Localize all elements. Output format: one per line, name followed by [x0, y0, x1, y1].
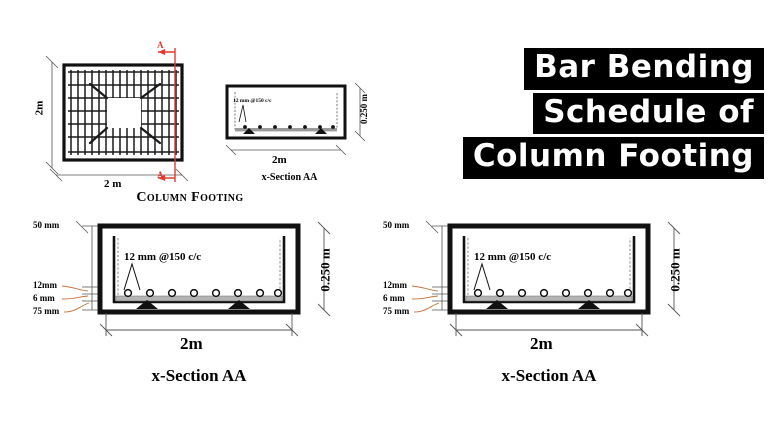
column-block — [107, 98, 141, 128]
section-left-svg — [61, 220, 331, 337]
width-dimension-line-right — [449, 313, 649, 337]
plan-height-dimension-line — [45, 55, 59, 175]
depth-dimension-line — [317, 221, 331, 317]
mini-rebar-note-label: 12 mm @150 c/c — [233, 98, 272, 104]
plan-vertical-bars — [70, 70, 177, 155]
plan-height-dimension-label: 2m — [33, 100, 46, 116]
main-bar-sections — [123, 288, 283, 298]
width-dimension-label-right: 2m — [530, 334, 553, 353]
rebar-cage-outline — [112, 236, 286, 304]
rebar-note-label-left: 12 mm @150 c/c — [124, 251, 202, 263]
cover-leader-curves — [61, 285, 90, 313]
title-line-2: Schedule of — [533, 92, 764, 135]
depth-dimension-line-right — [667, 221, 681, 317]
binder-diameter-label-right: 6 mm — [383, 293, 405, 303]
main-bar-sections-right — [473, 288, 633, 298]
width-dimension-line — [99, 313, 299, 337]
mini-depth-dimension-line — [354, 82, 366, 142]
section-mark-bottom-label: A — [157, 170, 164, 180]
blinding-layer — [106, 304, 292, 308]
bar-supports — [136, 300, 250, 309]
rebar-note-leader — [123, 262, 141, 291]
bottom-bar-mat — [115, 295, 283, 302]
rebar-cage-outline-right — [462, 236, 636, 304]
bar-diameter-label-right: 12mm — [383, 280, 407, 290]
cover-leader-curves-right — [411, 285, 440, 313]
mini-section-svg — [225, 82, 366, 156]
title-line-3: Column Footing — [462, 137, 764, 179]
cover-bottom-label-left: 75 mm — [33, 306, 60, 316]
section-mark-top-label: A — [157, 40, 164, 50]
plan-diagonal-bars — [88, 82, 162, 145]
section-line-aa — [158, 48, 176, 182]
mini-section-caption: x-Section AA — [261, 172, 318, 183]
rebar-note-label-right: 12 mm @150 c/c — [474, 251, 552, 263]
title-line-1: Bar Bending — [524, 48, 764, 90]
bar-diameter-label-left: 12mm — [33, 280, 57, 290]
mini-depth-dimension-label: 0.250 m — [359, 94, 369, 124]
section-aa-right-drawing: 50 mm 12mm 6 mm 75 mm 12 mm @150 c/c 0.2… — [382, 214, 722, 394]
mini-section-drawing: 12 mm @150 c/c 0.250 m 2m x-Section AA — [215, 72, 390, 197]
section-right-svg — [411, 220, 681, 337]
section-aa-left-drawing: 50 mm 12mm 6 mm 75 mm 12 mm @150 c/c 0.2… — [32, 214, 372, 394]
mini-rebar-note-leader — [238, 104, 247, 123]
bottom-bar-mat-right — [465, 295, 633, 302]
cover-top-label-right: 50 mm — [383, 220, 410, 230]
title-block: Bar Bending Schedule of Column Footing — [404, 48, 764, 179]
plan-view-caption: Column Footing — [136, 190, 244, 205]
cover-bottom-label-right: 75 mm — [383, 306, 410, 316]
blinding-layer-right — [456, 304, 642, 308]
depth-dimension-label-right: 0.250 m — [667, 248, 683, 292]
plan-view-svg — [45, 48, 189, 182]
width-dimension-label-left: 2m — [180, 334, 203, 353]
bar-supports-right — [486, 300, 600, 309]
mini-bar-sections — [243, 125, 335, 129]
depth-dimension-label-left: 0.250 m — [317, 248, 333, 292]
mini-bar-mat — [235, 128, 337, 132]
left-cover-extension-lines — [75, 220, 108, 311]
plan-width-dimension-label: 2 m — [104, 178, 122, 190]
plan-view-drawing: 2m 2 m A A — [30, 40, 220, 190]
section-caption-right: x-Section AA — [501, 366, 597, 385]
mini-width-dimension-line — [225, 144, 347, 156]
mini-width-dimension-label: 2m — [272, 154, 287, 166]
section-caption-left: x-Section AA — [151, 366, 247, 385]
rebar-note-leader-right — [473, 262, 491, 291]
binder-diameter-label-left: 6 mm — [33, 293, 55, 303]
plan-width-dimension-line — [49, 168, 189, 182]
cover-top-label-left: 50 mm — [33, 220, 60, 230]
mini-supports — [243, 128, 327, 134]
